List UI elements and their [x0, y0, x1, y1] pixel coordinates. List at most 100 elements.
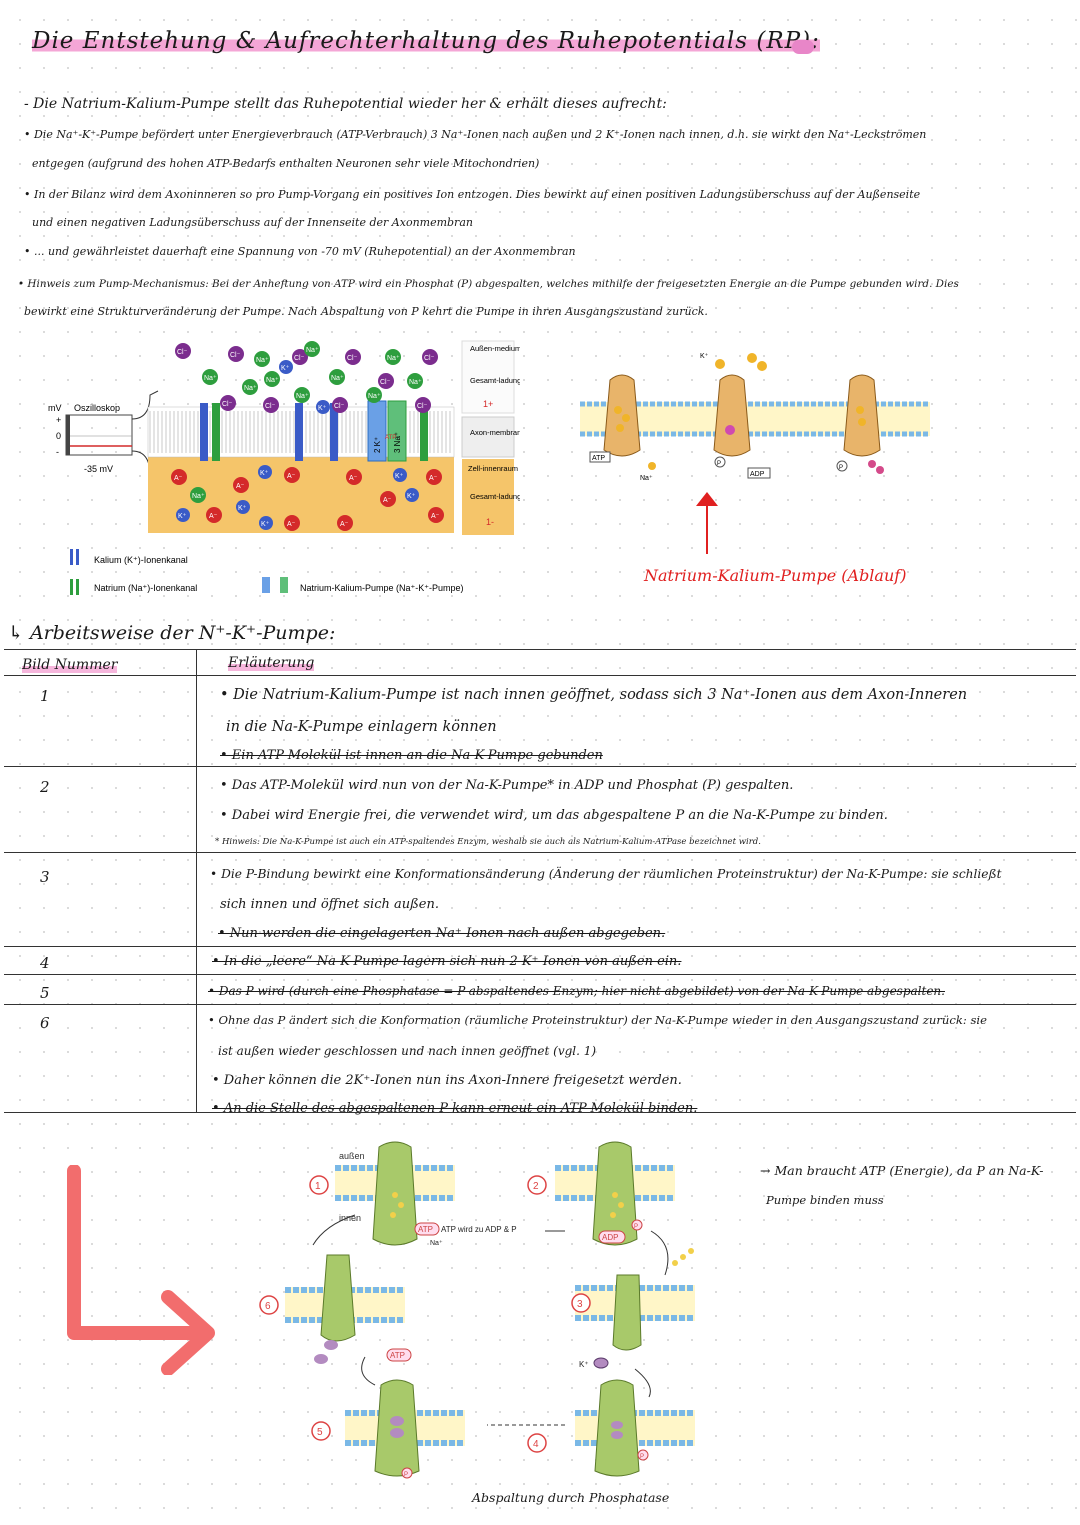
svg-text:A⁻: A⁻: [429, 475, 438, 482]
ion-k: K⁺: [259, 516, 273, 530]
big-arrow: [67, 1165, 215, 1375]
row-6-b: ist außen wieder geschlossen und nach in…: [218, 1044, 597, 1058]
row-6-a: • Ohne das P ändert sich die Konformatio…: [208, 1013, 987, 1027]
svg-text:Na⁺: Na⁺: [296, 393, 309, 400]
pump-step-arrowhead: [696, 492, 718, 506]
k-channel: [330, 403, 338, 461]
cycle-state-5: 5 P: [311, 1379, 465, 1479]
row-1-a: • Die Natrium-Kalium-Pumpe ist nach inne…: [220, 687, 968, 703]
ion-k: K⁺: [316, 400, 330, 414]
step-2: 2: [533, 1181, 539, 1192]
ion-a: A⁻: [428, 507, 444, 523]
outer-side-box: [461, 340, 515, 414]
ion-k: K⁺: [405, 488, 419, 502]
ion-a: A⁻: [426, 469, 442, 485]
adp-label: ADP: [602, 1233, 618, 1242]
svg-text:Cl⁻: Cl⁻: [177, 349, 188, 356]
svg-text:Na⁺: Na⁺: [387, 355, 400, 362]
ion-cl: Cl⁻: [422, 349, 438, 365]
col-header-number: Bild Nummer: [22, 657, 118, 673]
ion-a: A⁻: [346, 469, 362, 485]
p-label: P: [404, 1472, 408, 1478]
atp-label: ATP: [390, 1351, 405, 1360]
ion-a: A⁻: [337, 515, 353, 531]
ion-na: Na⁺: [366, 387, 382, 403]
ion-na: Na⁺: [329, 369, 345, 385]
svg-text:Cl⁻: Cl⁻: [265, 403, 276, 410]
cycle-arrow: [312, 1214, 356, 1246]
arrow-head: [161, 1290, 215, 1375]
pump-sequence-diagram: ATP Na⁺ K⁺ P ADP P: [580, 353, 930, 482]
ion-a: A⁻: [206, 507, 222, 523]
step-marker: [309, 1175, 329, 1195]
atp-label: ATP: [418, 1225, 433, 1234]
step-marker: [527, 1433, 547, 1453]
osz-title: Oszilloskop: [74, 403, 120, 413]
page-title: Die Entstehung & Aufrechterhaltung des R…: [32, 28, 820, 54]
svg-text:K⁺: K⁺: [178, 513, 187, 520]
svg-text:A⁻: A⁻: [349, 475, 358, 482]
page-title-text: Die Entstehung & Aufrechterhaltung des R…: [32, 28, 820, 54]
svg-text:K⁺: K⁺: [395, 473, 404, 480]
svg-text:A⁻: A⁻: [287, 473, 296, 480]
table-bottom-rule: [4, 1112, 1076, 1113]
membrane-diagram: mV Oszilloskop + 0 - -35 mV 2 K⁺ 3 Na⁺ A…: [48, 340, 520, 595]
legend-pump-icon: [262, 577, 270, 593]
ion-k: K⁺: [393, 468, 407, 482]
header-rule: [4, 675, 1076, 676]
svg-text:A⁻: A⁻: [287, 521, 296, 528]
inner-space-label: Zell-innenraum: [468, 464, 518, 473]
intro-bullet-4b: bewirkt eine Strukturveränderung der Pum…: [24, 305, 708, 318]
pump-sequence-caption: Natrium-Kalium-Pumpe (Ablauf): [644, 566, 907, 585]
intro-bullet-2a: • In der Bilanz wird dem Axoninneren so …: [24, 188, 921, 201]
step-5: 5: [317, 1427, 323, 1438]
row-rule: [4, 946, 1076, 947]
adp-label: ADP: [750, 471, 765, 478]
ion-na: Na⁺: [264, 371, 280, 387]
svg-text:A⁻: A⁻: [340, 521, 349, 528]
intro-bullet-2b: und einen negativen Ladungsüberschuss au…: [32, 216, 473, 229]
ion-na: Na⁺: [202, 369, 218, 385]
ion-cl: Cl⁻: [332, 397, 348, 413]
row-rule: [4, 766, 1076, 767]
ion-k: K⁺: [258, 465, 272, 479]
osz-plus: +: [56, 415, 61, 425]
row-3-b: sich innen und öffnet sich außen.: [220, 897, 439, 912]
outer-charge-value: 1+: [483, 399, 493, 409]
pump-state-2: K⁺ P ADP: [700, 353, 771, 479]
svg-text:Cl⁻: Cl⁻: [380, 379, 391, 386]
pump-k-label: 2 K⁺: [373, 437, 382, 453]
svg-text:A⁻: A⁻: [236, 483, 245, 490]
cycle-state-2: 2 ADP P: [527, 1141, 675, 1246]
osz-reading: -35 mV: [84, 464, 113, 474]
pump-state-3: P: [836, 374, 884, 474]
ion-a: A⁻: [380, 491, 396, 507]
na-label: Na⁺: [430, 1240, 443, 1247]
ion-na: Na⁺: [254, 351, 270, 367]
svg-text:Cl⁻: Cl⁻: [347, 355, 358, 362]
legend-pump: Natrium-Kalium-Pumpe (Na⁺-K⁺-Pumpe): [300, 583, 464, 593]
row-2-note: * Hinweis: Die Na-K-Pumpe ist auch ein A…: [215, 837, 761, 847]
step-3: 3: [577, 1299, 583, 1310]
table-column-divider: [196, 649, 197, 1112]
row-4: • In die „leere“ Na-K-Pumpe lagern sich …: [212, 954, 682, 969]
row-6-c: • Daher können die 2K⁺-Ionen nun ins Axo…: [212, 1073, 682, 1088]
svg-text:Na⁺: Na⁺: [266, 377, 279, 384]
osz-scale: [66, 415, 70, 455]
svg-text:Na⁺: Na⁺: [409, 379, 422, 386]
row-3-c: • Nun werden die eingelagerten Na⁺-Ionen…: [218, 926, 666, 941]
pump-state-1: ATP Na⁺: [589, 374, 656, 482]
osz-wire-outer: [131, 390, 159, 420]
row-rule: [4, 1004, 1076, 1005]
intro-bullet-4a: • Hinweis zum Pump-Mechanismus: Bei der …: [18, 278, 959, 290]
osz-zero: 0: [56, 431, 61, 441]
title-highlight: [792, 40, 814, 54]
outer-medium-label: Außen-medium: [470, 344, 520, 353]
ion-na: Na⁺: [294, 387, 310, 403]
table-top-rule: [4, 649, 1076, 650]
k-label: K⁺: [579, 1360, 589, 1369]
cycle-arrow: [361, 1356, 376, 1386]
inner-charge-label: Gesamt-ladung:: [470, 492, 520, 501]
svg-text:A⁻: A⁻: [431, 513, 440, 520]
step-marker: [259, 1295, 279, 1315]
